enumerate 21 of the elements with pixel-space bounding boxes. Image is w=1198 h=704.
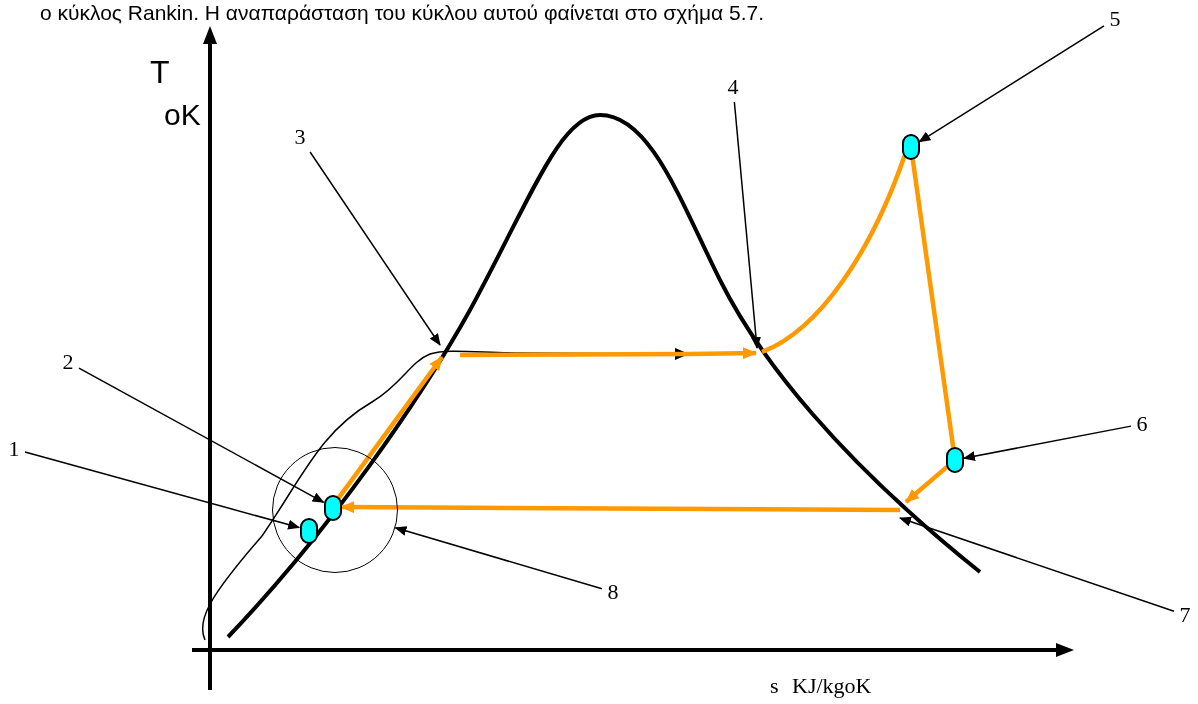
leader-line xyxy=(899,516,1175,612)
leader-line xyxy=(394,526,603,590)
callout-number: 2 xyxy=(57,347,79,377)
state-point xyxy=(946,447,964,473)
axis-label: T xyxy=(150,53,170,92)
leader-line xyxy=(78,367,325,504)
callout-number: 5 xyxy=(1104,4,1126,34)
state-point xyxy=(300,518,318,544)
leader-line xyxy=(733,101,761,349)
state-point xyxy=(324,495,342,521)
callout-number: 3 xyxy=(289,122,311,152)
callout-number: 7 xyxy=(1174,600,1196,630)
axis-label: oK xyxy=(164,97,201,133)
state-point xyxy=(902,134,920,160)
callout-number: 8 xyxy=(602,577,624,607)
callout-number: 6 xyxy=(1131,409,1153,439)
callout-number: 4 xyxy=(722,72,744,102)
leader-line xyxy=(309,151,441,346)
callout-number: 1 xyxy=(3,434,25,464)
axis-label: s KJ/kgoK xyxy=(770,672,872,700)
leader-line xyxy=(24,451,301,530)
